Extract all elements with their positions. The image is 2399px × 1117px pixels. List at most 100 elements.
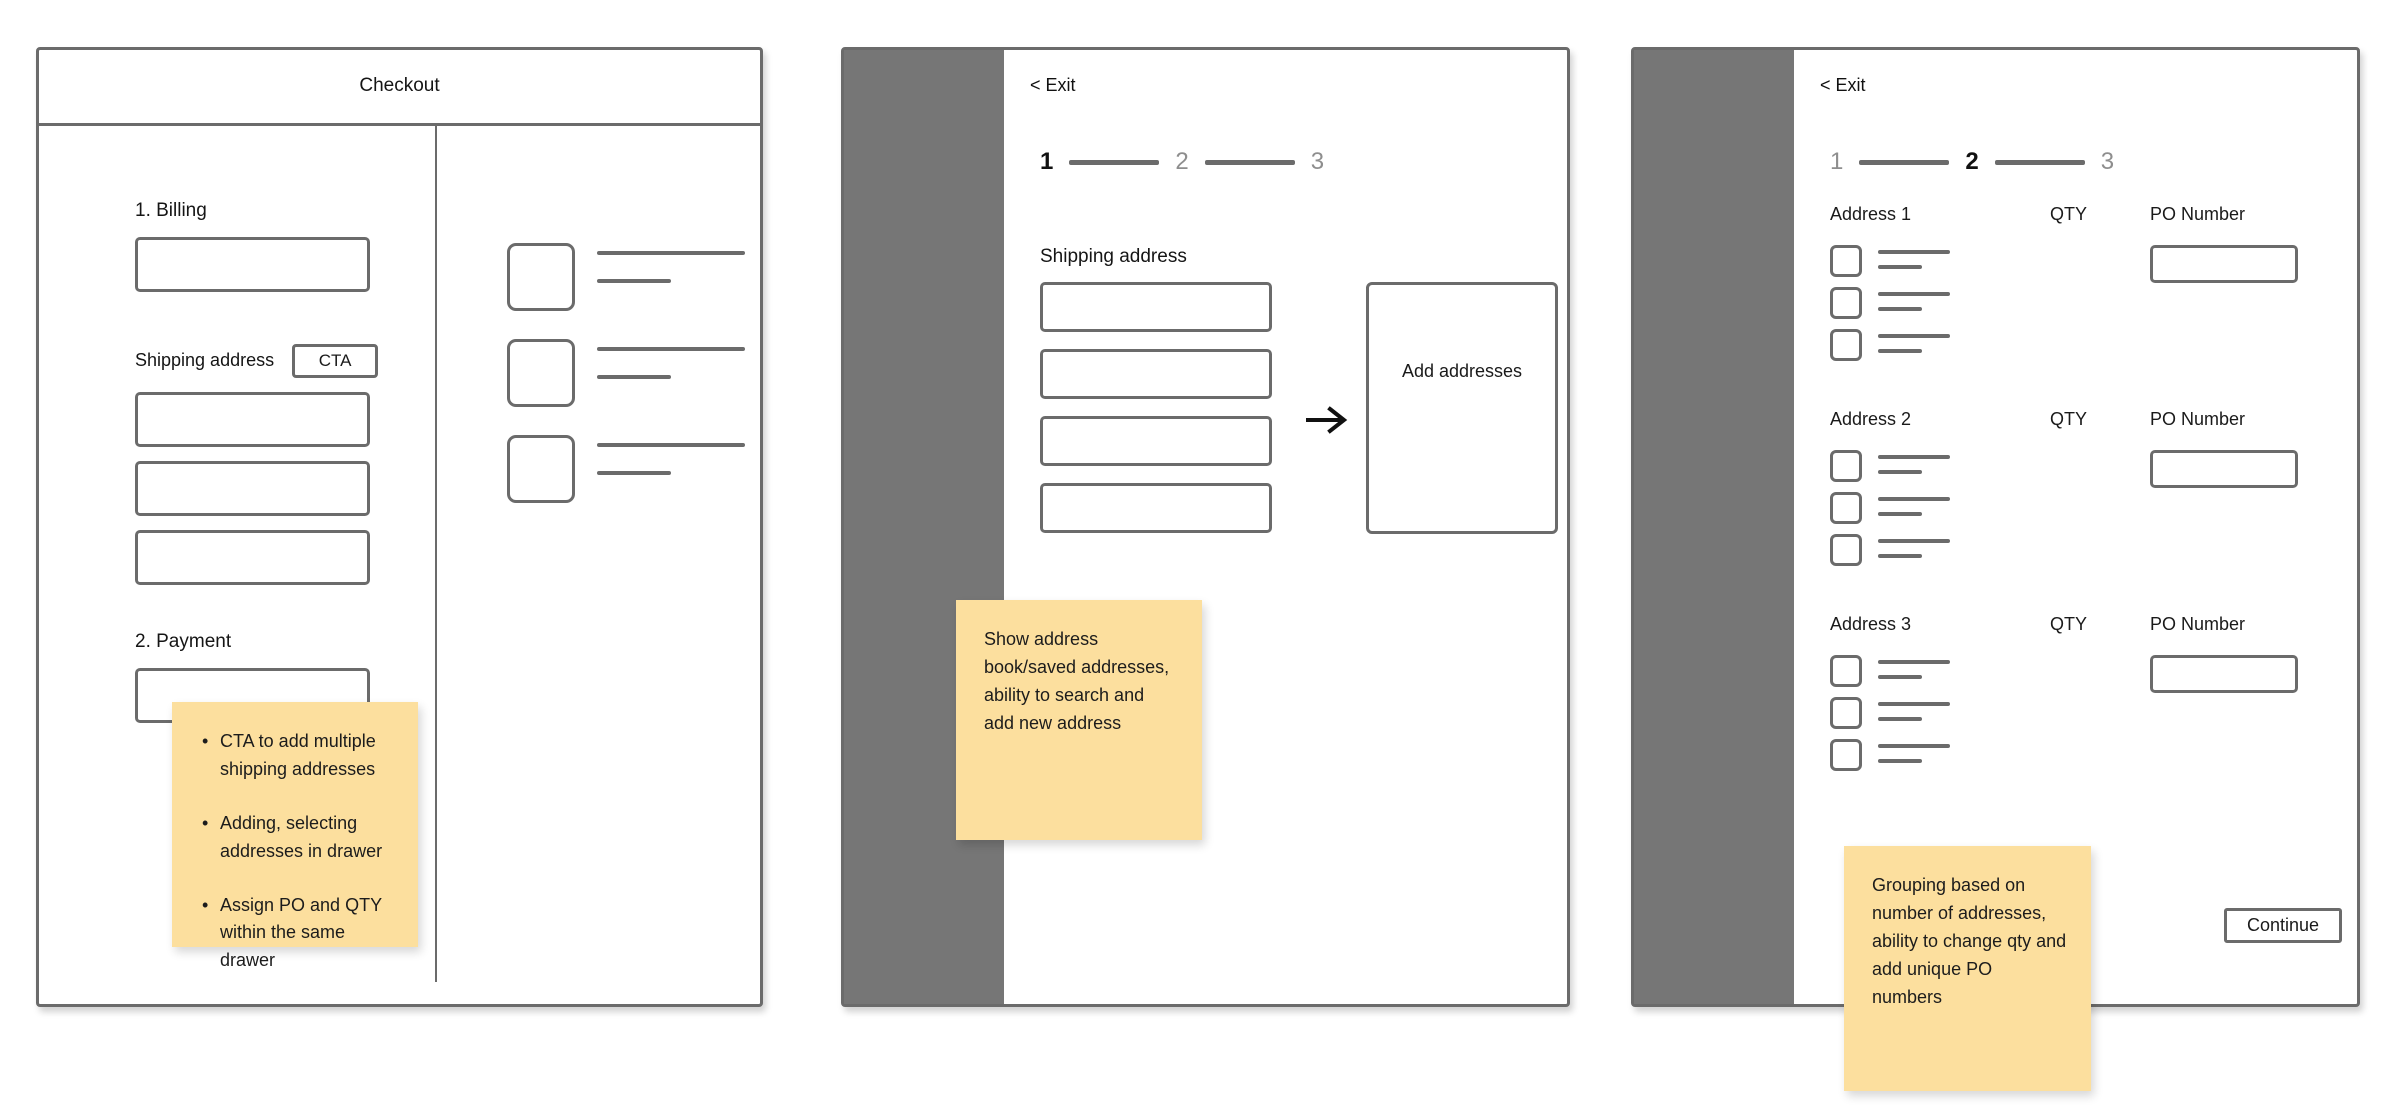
po-number-input[interactable] xyxy=(2150,655,2298,693)
billing-section-label: 1. Billing xyxy=(135,200,207,221)
step-connector-2-3 xyxy=(1994,159,2085,165)
item-checkbox[interactable] xyxy=(1830,534,1862,566)
address-group-headers: Address 3 QTY PO Number xyxy=(1830,614,2375,635)
step-2[interactable]: 2 xyxy=(1175,148,1189,175)
item-lines xyxy=(1878,739,1950,763)
address-group-name: Address 3 xyxy=(1830,614,1912,634)
item-lines xyxy=(1878,534,1950,558)
address-group: Address 1 QTY PO Number xyxy=(1830,204,2375,371)
placeholder-line-primary xyxy=(597,251,745,255)
summary-item-lines xyxy=(597,435,745,475)
list-item[interactable] xyxy=(1830,287,2150,319)
step-connector-1-2 xyxy=(1859,159,1950,165)
item-checkbox[interactable] xyxy=(1830,492,1862,524)
item-checkbox[interactable] xyxy=(1830,655,1862,687)
list-item[interactable] xyxy=(1830,245,2150,277)
step-3[interactable]: 3 xyxy=(2100,148,2115,175)
item-checkbox[interactable] xyxy=(1830,697,1862,729)
placeholder-line-primary xyxy=(1878,497,1950,501)
address-group-items xyxy=(1830,655,2150,781)
checkout-titlebar: Checkout xyxy=(39,50,760,126)
list-item[interactable] xyxy=(1830,450,2150,482)
po-number-input[interactable] xyxy=(2150,450,2298,488)
add-addresses-cta-button[interactable]: CTA xyxy=(292,343,379,378)
placeholder-line-secondary xyxy=(597,375,671,379)
annotation-text: Show address book/saved addresses, abili… xyxy=(984,629,1170,733)
step-1[interactable]: 1 xyxy=(1040,148,1054,175)
drawer-scrim-overlay[interactable] xyxy=(1634,50,1794,1004)
annotation-bullet: CTA to add multiple shipping addresses xyxy=(202,728,394,784)
address-field-2[interactable] xyxy=(1040,349,1272,399)
shipping-address-input-3[interactable] xyxy=(135,529,370,585)
step-2[interactable]: 2 xyxy=(1965,148,1979,175)
checkout-form-column: 1. Billing Shipping address CTA 2. Payme… xyxy=(135,200,405,723)
address-fields-group xyxy=(1040,282,1272,550)
annotation-note-drawer-group: Grouping based on number of addresses, a… xyxy=(1844,846,2091,1091)
step-3[interactable]: 3 xyxy=(1310,148,1325,175)
placeholder-line-primary xyxy=(1878,539,1950,543)
po-number-column-header: PO Number xyxy=(2150,204,2246,224)
step-1[interactable]: 1 xyxy=(1830,148,1844,175)
qty-column-header: QTY xyxy=(2050,204,2088,224)
step-connector-2-3 xyxy=(1204,159,1295,165)
address-group-body xyxy=(1830,655,2375,781)
list-item[interactable] xyxy=(1830,739,2150,771)
address-group-items xyxy=(1830,450,2150,576)
item-lines xyxy=(1878,329,1950,353)
annotation-note-checkout: CTA to add multiple shipping addresses A… xyxy=(172,702,418,970)
list-item[interactable] xyxy=(1830,534,2150,566)
po-number-column-header: PO Number xyxy=(2150,614,2246,634)
placeholder-line-secondary xyxy=(597,471,671,475)
address-field-4[interactable] xyxy=(1040,483,1272,533)
address-group: Address 2 QTY PO Number xyxy=(1830,409,2375,576)
list-item[interactable] xyxy=(1830,655,2150,687)
shipping-address-input-2[interactable] xyxy=(135,460,370,516)
placeholder-line-primary xyxy=(1878,744,1950,748)
list-item[interactable] xyxy=(1830,697,2150,729)
item-checkbox[interactable] xyxy=(1830,287,1862,319)
summary-item-lines xyxy=(597,339,745,379)
qty-column-header: QTY xyxy=(2050,409,2088,429)
placeholder-line-primary xyxy=(1878,334,1950,338)
list-item[interactable] xyxy=(507,243,745,311)
exit-link[interactable]: < Exit xyxy=(1820,75,1866,95)
address-field-1[interactable] xyxy=(1040,282,1272,332)
item-lines xyxy=(1878,697,1950,721)
address-group-name: Address 1 xyxy=(1830,204,1912,224)
order-summary-column xyxy=(507,243,745,531)
list-item[interactable] xyxy=(1830,329,2150,361)
shipping-address-label: Shipping address xyxy=(135,350,275,370)
address-field-3[interactable] xyxy=(1040,416,1272,466)
placeholder-line-secondary xyxy=(1878,717,1922,721)
address-group-items xyxy=(1830,245,2150,371)
exit-link[interactable]: < Exit xyxy=(1030,75,1076,95)
list-item[interactable] xyxy=(507,435,745,503)
item-checkbox[interactable] xyxy=(1830,329,1862,361)
placeholder-line-secondary xyxy=(1878,759,1922,763)
shipping-address-header-row: Shipping address CTA xyxy=(135,343,405,378)
address-group-body xyxy=(1830,450,2375,576)
shipping-address-heading: Shipping address xyxy=(1040,246,1187,267)
summary-item-lines xyxy=(597,243,745,283)
shipping-address-input-1[interactable] xyxy=(135,391,370,447)
placeholder-line-secondary xyxy=(1878,554,1922,558)
add-addresses-dropzone[interactable]: Add addresses xyxy=(1366,282,1558,534)
po-number-input[interactable] xyxy=(2150,245,2298,283)
qty-column-header: QTY xyxy=(2050,614,2088,634)
address-group-name: Address 2 xyxy=(1830,409,1912,429)
item-checkbox[interactable] xyxy=(1830,739,1862,771)
list-item[interactable] xyxy=(507,339,745,407)
placeholder-line-primary xyxy=(1878,250,1950,254)
list-item[interactable] xyxy=(1830,492,2150,524)
placeholder-line-secondary xyxy=(1878,265,1922,269)
continue-button[interactable]: Continue xyxy=(2224,908,2342,943)
placeholder-line-secondary xyxy=(1878,675,1922,679)
annotation-bullet: Assign PO and QTY within the same drawer xyxy=(202,892,394,976)
placeholder-line-secondary xyxy=(597,279,671,283)
drawer-scrim-overlay[interactable] xyxy=(844,50,1004,1004)
product-thumbnail-icon xyxy=(507,435,575,503)
item-checkbox[interactable] xyxy=(1830,450,1862,482)
billing-input[interactable] xyxy=(135,236,370,292)
stepper: 1 2 3 xyxy=(1830,150,2114,174)
item-checkbox[interactable] xyxy=(1830,245,1862,277)
